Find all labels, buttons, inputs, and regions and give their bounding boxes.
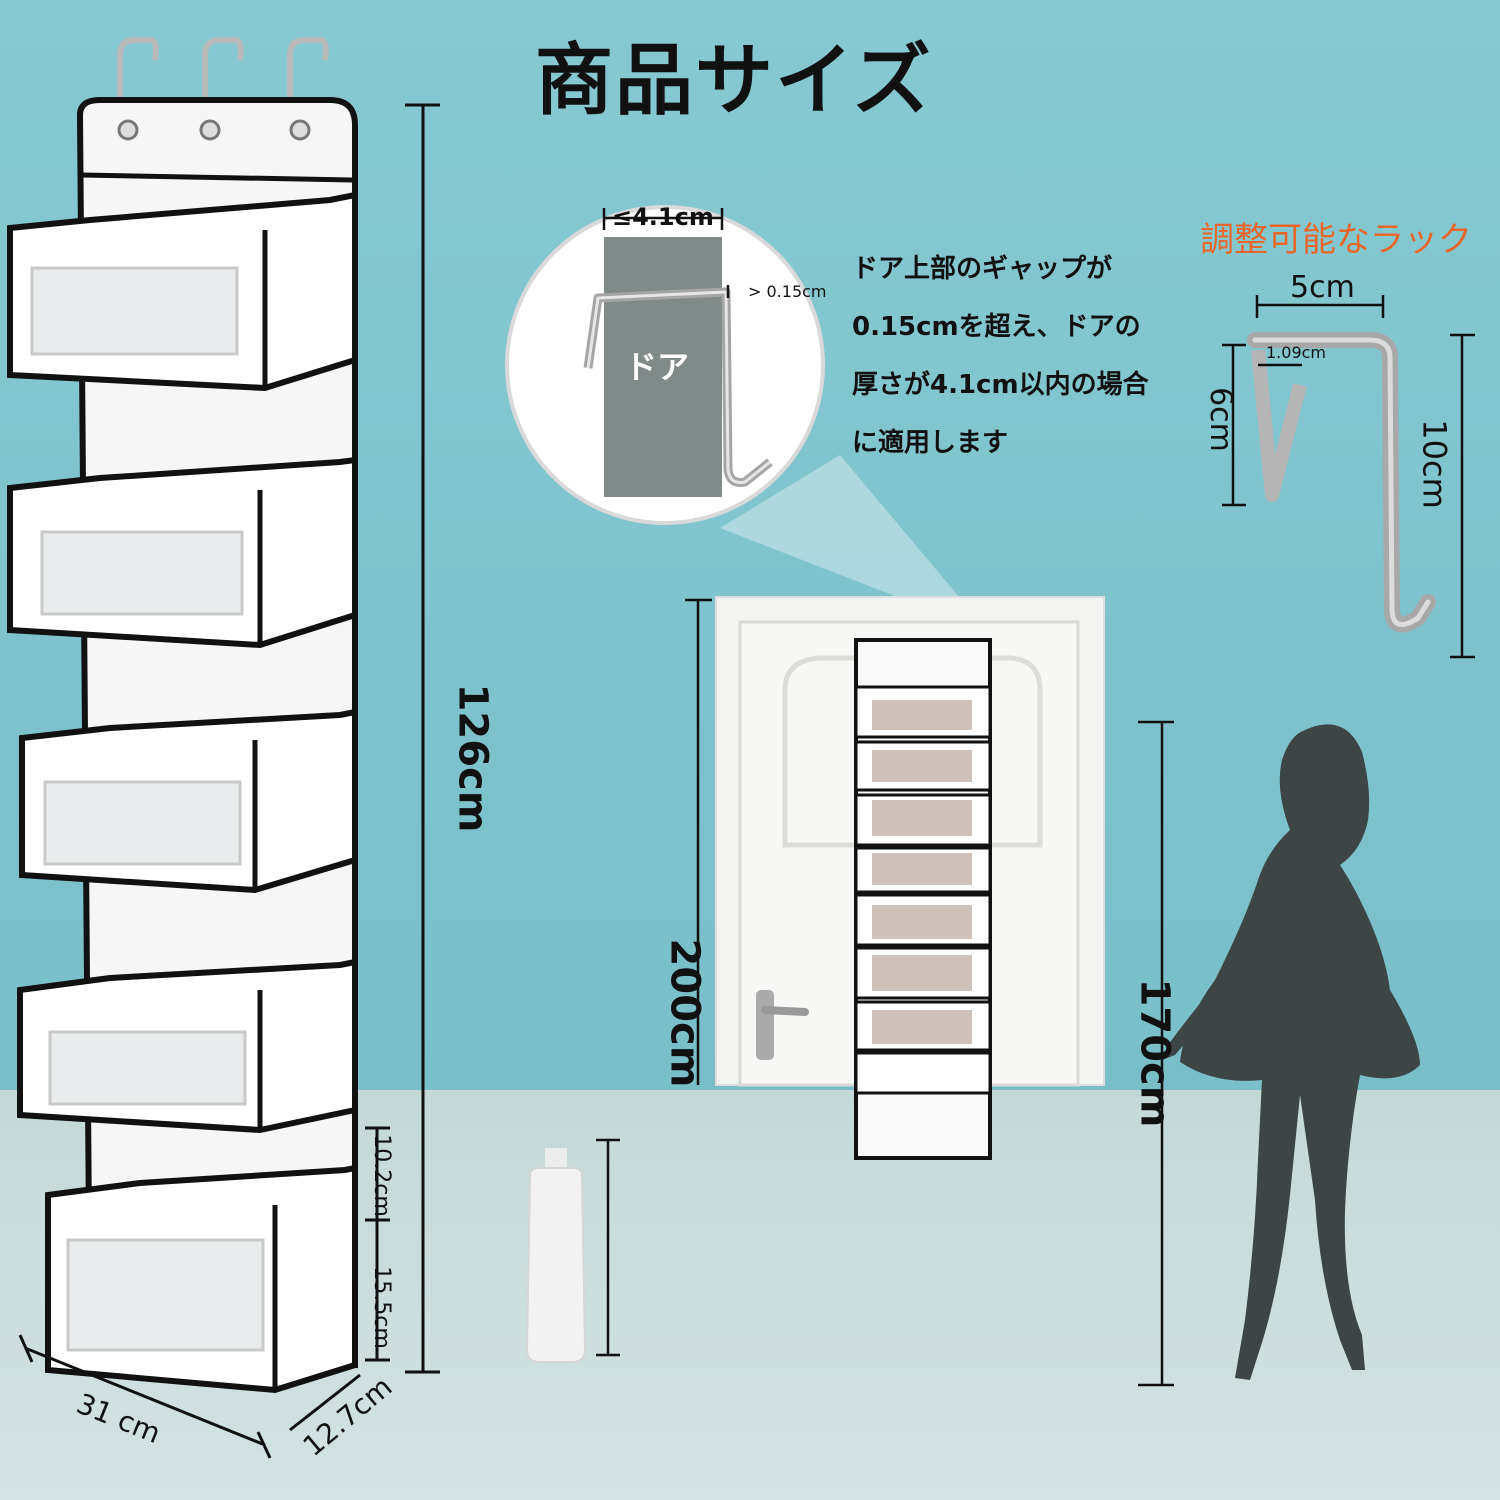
door-image xyxy=(685,596,1105,1160)
description-line: 厚さが4.1cm以内の場合 xyxy=(852,370,1149,400)
page-title: 商品サイズ xyxy=(535,36,933,126)
gap-label: > 0.15cm xyxy=(748,282,827,301)
hook-zoom-circle xyxy=(505,205,960,600)
door-thickness-label: ≤4.1cm xyxy=(612,203,714,231)
bottle-image xyxy=(525,1138,620,1363)
person-silhouette xyxy=(1162,724,1420,1380)
rack-short-height-label: 6cm xyxy=(1202,387,1238,452)
person-height-label: 170cm xyxy=(1131,978,1178,1128)
description-line: ドア上部のギャップが xyxy=(852,254,1113,284)
organizer-height-label: 126cm xyxy=(449,683,496,833)
hook-description: ドア上部のギャップが 0.15cmを超え、ドアの 厚さが4.1cm以内の場合 に… xyxy=(852,240,1149,472)
rack-inner-gap-label: 1.09cm xyxy=(1266,343,1327,362)
door-height-label: 200cm xyxy=(661,938,708,1088)
pocket-front-height-label: 15.5cm xyxy=(368,1266,394,1349)
door-label: ドア xyxy=(625,348,690,386)
description-line: 0.15cmを超え、ドアの xyxy=(852,312,1141,342)
adjustable-rack-label: 調整可能なラック xyxy=(1200,220,1472,260)
organizer-image xyxy=(7,37,358,1394)
rack-total-height-label: 10cm xyxy=(1415,419,1454,509)
adjustable-rack-image xyxy=(1222,295,1475,659)
rack-width-label: 5cm xyxy=(1290,270,1355,305)
pocket-top-height-label: 10.2cm xyxy=(368,1134,394,1217)
description-line: に適用します xyxy=(852,428,1009,458)
